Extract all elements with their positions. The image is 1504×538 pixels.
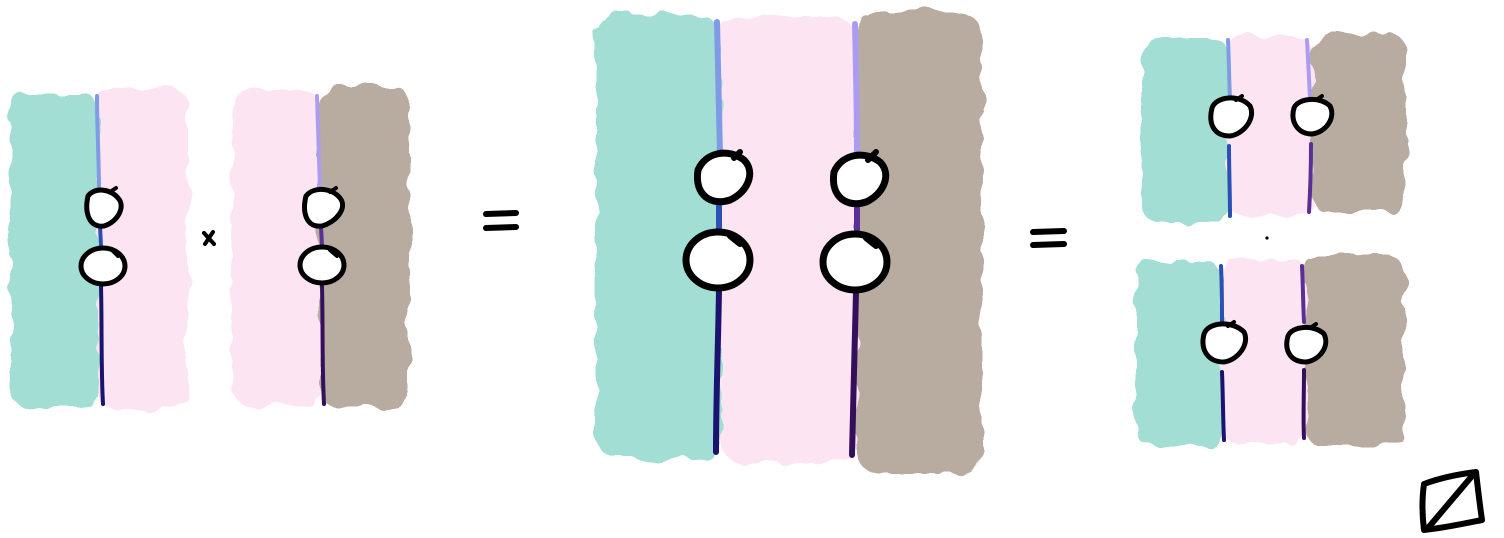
- wire-left-top: [1226, 38, 1232, 100]
- node-left-upper: [693, 149, 754, 206]
- wire-top: [315, 94, 322, 190]
- node-right: [1284, 325, 1329, 365]
- product-dot: [1265, 236, 1269, 240]
- wire-left-top: [1219, 264, 1224, 324]
- tensor-symbol: [202, 230, 216, 246]
- node-left-lower: [682, 228, 754, 292]
- diagram-right-top: [1142, 34, 1406, 222]
- diagram-left-teal-pink: [10, 88, 188, 410]
- node-upper: [302, 187, 346, 229]
- wire-bottom: [99, 283, 105, 406]
- node-right-upper: [829, 151, 890, 208]
- node-right-lower: [819, 230, 891, 294]
- diagram-right-bottom: [1136, 256, 1404, 446]
- wire-right-bottom: [849, 289, 859, 458]
- node-right: [1290, 97, 1335, 137]
- wire-right-top: [852, 21, 860, 158]
- wire-middle: [319, 224, 324, 248]
- wire-left-bottom: [1220, 370, 1226, 442]
- diagram-middle-combined: [596, 12, 982, 474]
- wire-left-top: [714, 19, 723, 158]
- wire-right-top: [1300, 264, 1306, 324]
- node-left: [1200, 321, 1248, 365]
- node-lower: [297, 244, 347, 286]
- node-upper: [84, 187, 124, 229]
- diagram-second-pink-taupe: [232, 86, 410, 408]
- wire-right-top: [1305, 38, 1312, 100]
- node-left: [1208, 95, 1254, 139]
- equals-sign-1: [483, 210, 519, 231]
- wire-left-bottom: [1227, 144, 1232, 218]
- wire-top: [95, 94, 101, 192]
- square-with-diagonal-icon: [1419, 469, 1485, 533]
- node-lower: [78, 245, 128, 287]
- equals-sign-2: [1030, 228, 1067, 248]
- wire-right-bottom: [1307, 142, 1313, 214]
- wire-left-bottom: [713, 287, 722, 455]
- wire-bottom: [320, 283, 326, 406]
